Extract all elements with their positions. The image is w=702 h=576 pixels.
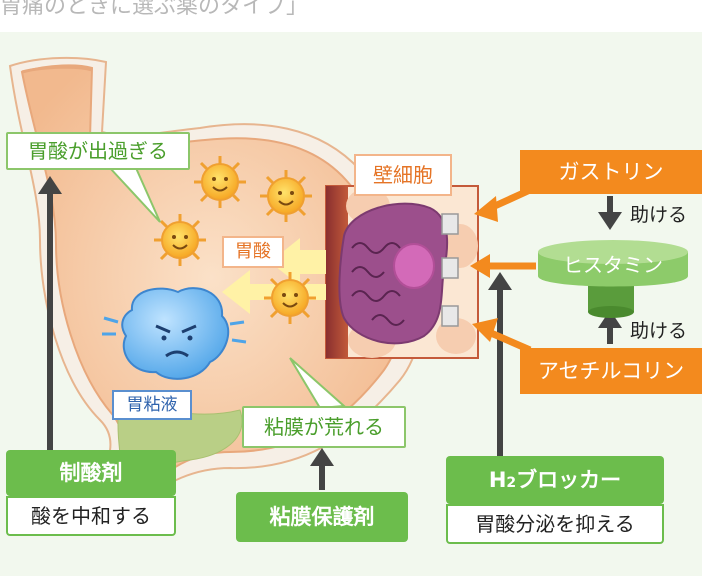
gastric-juice-character bbox=[102, 287, 247, 380]
stomach-acid-label: 胃酸 bbox=[222, 236, 284, 268]
parietal-cell-label: 壁細胞 bbox=[354, 154, 452, 196]
gastric-juice-label: 胃粘液 bbox=[112, 390, 192, 420]
mucosa-damage-label: 粘膜が荒れる bbox=[242, 406, 406, 448]
arrows bbox=[38, 176, 622, 490]
acetylcholine-label: アセチルコリン bbox=[520, 348, 702, 394]
h2-rest: ブロッカー bbox=[516, 468, 622, 492]
gastrin-label: ガストリン bbox=[520, 150, 702, 194]
mucosa-protectant-drug-name: 粘膜保護剤 bbox=[236, 492, 408, 542]
acid-sun-faces bbox=[154, 156, 316, 324]
helps-label-1: 助ける bbox=[630, 204, 688, 226]
header-title: 胃痛のときに選ぶ薬のタイプ」 bbox=[0, 0, 309, 19]
helps-label-2: 助ける bbox=[630, 320, 688, 342]
h2-blocker-drug-desc: 胃酸分泌を抑える bbox=[446, 504, 664, 544]
h2-letter: H bbox=[488, 468, 507, 492]
page-header: 胃痛のときに選ぶ薬のタイプ」 bbox=[0, 0, 702, 28]
antacid-drug-desc: 酸を中和する bbox=[6, 496, 176, 536]
h2-blocker-drug-name: H2ブロッカー bbox=[446, 456, 664, 504]
parietal-cell-illustration bbox=[325, 185, 479, 359]
too-much-acid-label: 胃酸が出過ぎる bbox=[6, 132, 190, 170]
histamine-shape bbox=[538, 240, 688, 318]
h2-subscript: 2 bbox=[506, 475, 517, 491]
antacid-drug-name: 制酸剤 bbox=[6, 450, 176, 496]
histamine-label: ヒスタミン bbox=[563, 253, 663, 277]
